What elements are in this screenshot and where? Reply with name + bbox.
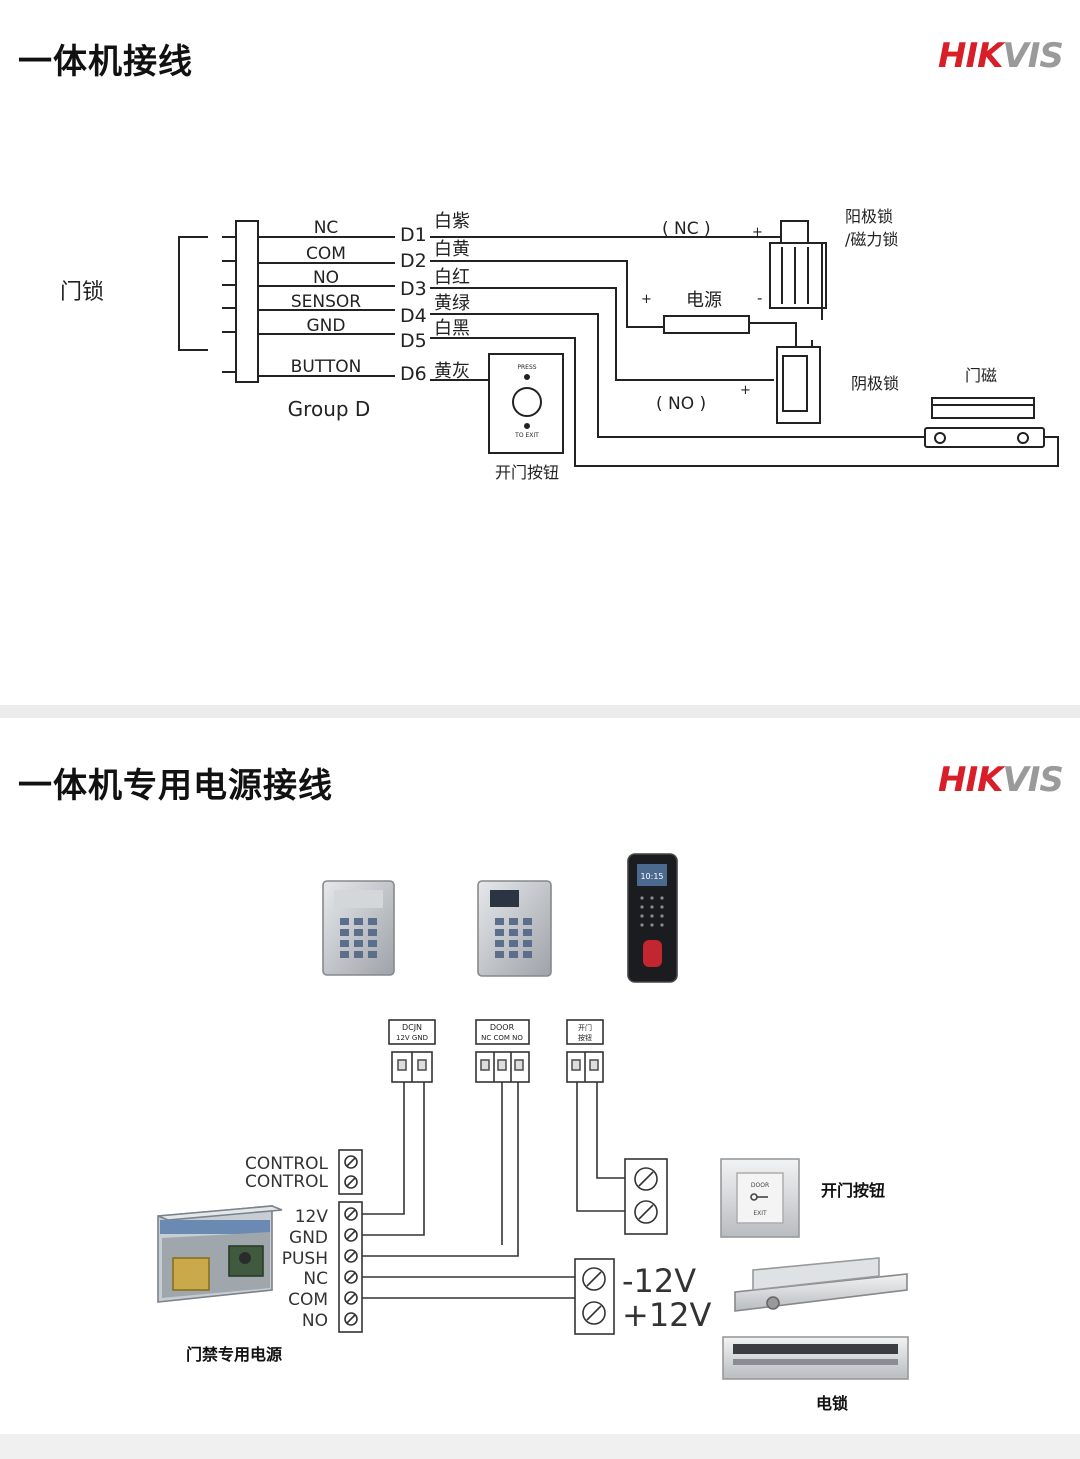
section-title: 一体机专用电源接线 <box>18 766 333 806</box>
section-power-wiring: 一体机专用电源接线 HIKVIS <box>0 718 1080 1434</box>
wire-labels: 白紫 白黄 白红 黄绿 白黑 黄灰 <box>434 211 470 382</box>
screen-keypad-reader-icon <box>477 880 552 977</box>
door-plate-bottom: EXIT <box>753 1210 767 1217</box>
group-label: Group D <box>288 397 371 421</box>
power-minus: - <box>757 289 762 307</box>
wire-d2: 白黄 <box>434 239 470 260</box>
exit-button-icon <box>488 353 564 454</box>
pin-d5: D5 <box>400 330 427 352</box>
terminal-button: BUTTON <box>291 357 362 377</box>
psu-gnd: GND <box>289 1228 328 1248</box>
terminal-lines <box>258 236 395 377</box>
wire-d5: 白黑 <box>434 318 470 339</box>
no-label: ( NO ) <box>656 394 706 414</box>
pin-d2: D2 <box>400 250 427 272</box>
brand-logo: HIKVIS <box>938 760 1064 800</box>
anode-lock-label-2: /磁力锁 <box>845 230 898 249</box>
psu-caption: 门禁专用电源 <box>186 1345 282 1364</box>
terminal-com: COM <box>306 244 346 264</box>
door-lock-bracket <box>178 236 208 351</box>
elock-caption: 电锁 <box>816 1394 848 1413</box>
keypad-reader-icon <box>322 880 395 976</box>
cathode-lock-icon <box>776 340 821 424</box>
fingerprint-terminal-icon: 10:15 <box>627 853 678 983</box>
section-divider <box>0 705 1080 718</box>
power-supply-box <box>663 315 750 334</box>
power-wires <box>362 1082 625 1299</box>
anode-lock-label-1: 阳极锁 <box>845 207 893 226</box>
wire-d3: 白红 <box>434 267 470 288</box>
door-plate-top: DOOR <box>751 1182 769 1189</box>
electric-bolt-lock-icon <box>734 1257 908 1312</box>
wire-d1: 白紫 <box>434 211 470 232</box>
pin-d3: D3 <box>400 278 427 300</box>
voltage-plus-12v: +12V <box>622 1296 712 1334</box>
svg-text:按钮: 按钮 <box>578 1033 592 1042</box>
terminal-no: NO <box>313 268 339 288</box>
section-title: 一体机接线 <box>18 42 193 82</box>
device-screen-time: 10:15 <box>640 872 663 881</box>
lock-voltage-terminal <box>574 1258 615 1335</box>
psu-nc: NC <box>303 1269 328 1289</box>
terminal-gnd: GND <box>307 316 346 336</box>
psu-push: PUSH <box>282 1249 328 1269</box>
pin-d6: D6 <box>400 363 427 385</box>
psu-terminal-strip <box>338 1149 363 1333</box>
cathode-lock-label: 阴极锁 <box>851 374 899 393</box>
magnetic-lock-icon <box>722 1336 909 1380</box>
wire-d6: 黄灰 <box>434 361 470 382</box>
wiring-diagram: 门锁 NC COM NO SENSOR GND BUTTON Group D <box>60 207 1059 482</box>
terminal-block <box>235 220 259 383</box>
wire-routes <box>430 236 1059 467</box>
exit-button-label: 开门按钮 <box>495 463 559 482</box>
terminal-sensor: SENSOR <box>291 292 361 312</box>
terminal-labels: NC COM NO SENSOR GND BUTTON <box>291 218 362 377</box>
psu-com: COM <box>288 1290 328 1310</box>
exit-button-terminal <box>624 1158 668 1235</box>
section-wiring: 一体机接线 HIKVIS 门锁 NC COM NO SENSOR GND <box>0 0 1080 705</box>
exit-to-exit-text: TO EXIT <box>514 432 539 439</box>
exit-press-text: PRESS <box>517 364 536 371</box>
terminal-stubs <box>222 236 236 373</box>
door-lock-label: 门锁 <box>60 280 104 305</box>
connector-door: DOOR NC COM NO <box>475 1019 530 1083</box>
connector-exit-button: 开门 按钮 <box>566 1019 604 1083</box>
bottom-divider <box>0 1434 1080 1459</box>
nc-plus: + <box>752 225 763 240</box>
pin-d1: D1 <box>400 224 427 246</box>
svg-text:开门: 开门 <box>578 1023 592 1032</box>
svg-text:12V GND: 12V GND <box>396 1034 428 1042</box>
voltage-minus-12v: -12V <box>622 1262 696 1300</box>
psu-12v: 12V <box>295 1207 329 1227</box>
access-power-supply-icon <box>157 1205 283 1303</box>
power-plus: + <box>641 292 652 307</box>
psu-no: NO <box>302 1311 328 1331</box>
exit-plate-icon: DOOR EXIT <box>720 1158 800 1238</box>
pin-d4: D4 <box>400 305 427 327</box>
brand-logo: HIKVIS <box>938 36 1064 76</box>
power-wiring-diagram: 10:15 DCJN 12V GND DOOR NC COM NO <box>157 853 909 1413</box>
psu-control-2: CONTROL <box>245 1172 329 1192</box>
voltage-labels: -12V +12V <box>622 1262 712 1334</box>
pin-labels: D1 D2 D3 D4 D5 D6 <box>400 224 427 385</box>
power-label: 电源 <box>686 290 722 311</box>
svg-text:DCJN: DCJN <box>402 1023 422 1032</box>
wire-d4: 黄绿 <box>434 293 470 314</box>
door-contact-icon <box>924 397 1045 448</box>
psu-labels: CONTROL CONTROL 12V GND PUSH NC COM NO <box>245 1154 329 1331</box>
svg-text:DOOR: DOOR <box>490 1023 515 1032</box>
no-plus: + <box>740 383 751 398</box>
nc-label: ( NC ) <box>662 219 711 239</box>
exit-button-caption: 开门按钮 <box>821 1181 885 1200</box>
psu-control-1: CONTROL <box>245 1154 329 1174</box>
terminal-nc: NC <box>314 218 339 238</box>
door-contact-label: 门磁 <box>965 366 997 385</box>
anode-lock-icon <box>769 220 827 320</box>
svg-text:NC COM NO: NC COM NO <box>481 1034 523 1042</box>
connector-dcjn: DCJN 12V GND <box>388 1019 436 1083</box>
